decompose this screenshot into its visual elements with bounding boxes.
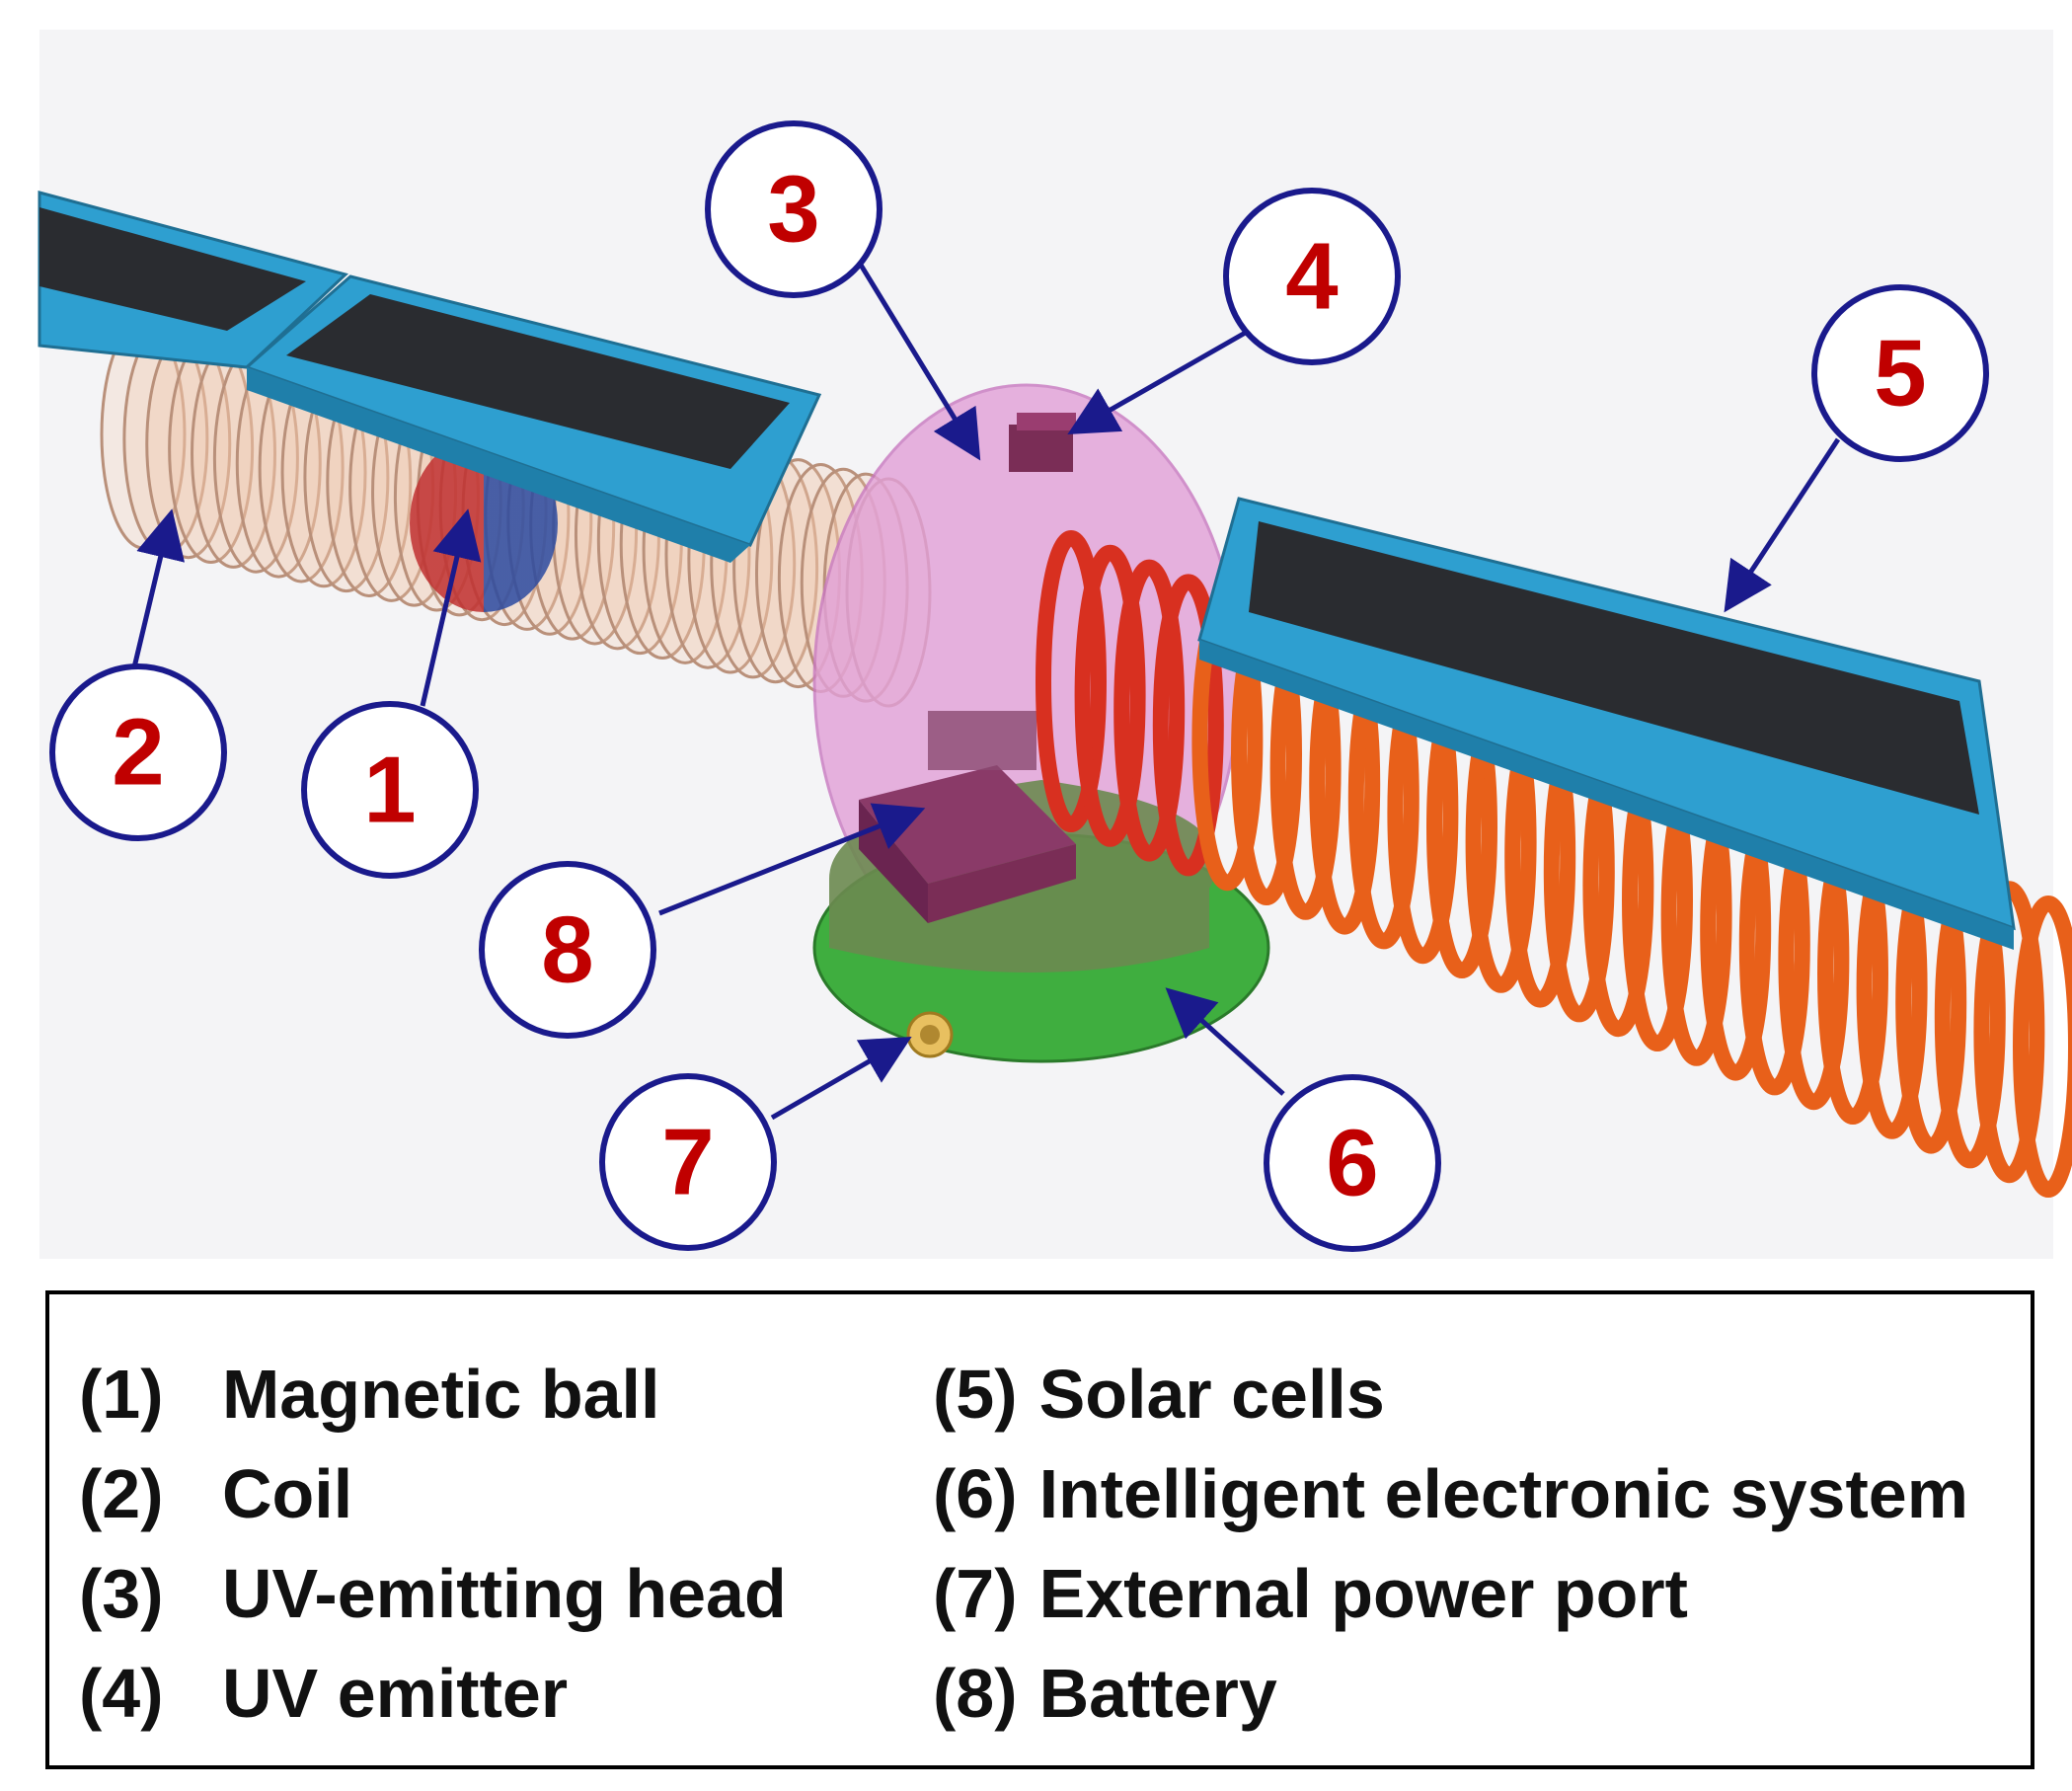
coil-ring	[1074, 544, 1146, 847]
legend-item-3: (3) UV-emitting head	[79, 1543, 787, 1643]
legend-number: (1)	[79, 1355, 164, 1433]
arrow-2	[131, 508, 186, 668]
svg-text:1: 1	[363, 738, 416, 843]
legend-label: External power port	[1038, 1554, 1688, 1632]
svg-text:5: 5	[1874, 321, 1926, 427]
callout-6: 6	[1264, 1074, 1441, 1252]
solar-panel-right	[1197, 497, 2016, 950]
legend-label: Coil	[222, 1454, 353, 1532]
callout-8: 8	[479, 861, 656, 1039]
legend-item-5: (5) Solar cells	[933, 1344, 1968, 1443]
svg-text:4: 4	[1285, 224, 1338, 330]
legend-number: (4)	[79, 1654, 164, 1732]
coil-ring	[1152, 574, 1224, 877]
callout-7: 7	[599, 1073, 777, 1251]
callout-5: 5	[1811, 284, 1989, 462]
arrow-7	[770, 1036, 912, 1121]
legend-item-7: (7) External power port	[933, 1543, 1968, 1643]
coil-ring	[2013, 896, 2072, 1198]
legend-number: (5)	[933, 1355, 1018, 1433]
arrow-8	[658, 803, 926, 916]
solar-panel-left-1	[38, 191, 348, 369]
legend-column-left: (1) Magnetic ball (2) Coil (3) UV-emitti…	[79, 1344, 787, 1743]
legend-item-8: (8) Battery	[933, 1643, 1968, 1743]
legend-label: UV emitter	[222, 1654, 569, 1732]
callout-2: 2	[49, 663, 227, 841]
svg-text:3: 3	[767, 157, 819, 263]
svg-text:6: 6	[1326, 1111, 1378, 1216]
svg-text:7: 7	[661, 1110, 714, 1215]
legend-number: (7)	[933, 1554, 1018, 1632]
svg-text:2: 2	[112, 700, 164, 806]
legend-number: (2)	[79, 1454, 164, 1532]
coil-ring	[1036, 530, 1107, 832]
callout-4: 4	[1223, 188, 1401, 365]
legend-number: (8)	[933, 1654, 1018, 1732]
legend-number: (3)	[79, 1554, 164, 1632]
legend-item-1: (1) Magnetic ball	[79, 1344, 787, 1443]
legend-item-6: (6) Intelligent electronic system	[933, 1443, 1968, 1543]
callout-3: 3	[705, 120, 883, 298]
legend-label: UV-emitting head	[222, 1554, 787, 1632]
arrow-1	[420, 508, 482, 707]
battery	[859, 711, 1076, 923]
legend-column-right: (5) Solar cells (6) Intelligent electron…	[933, 1344, 1968, 1743]
legend-label: Solar cells	[1038, 1355, 1385, 1433]
solar-panel-left-2	[244, 274, 822, 563]
svg-text:8: 8	[541, 897, 593, 1003]
legend-label: Magnetic ball	[222, 1355, 660, 1433]
coil-ring	[1113, 559, 1186, 862]
arrow-4	[1067, 328, 1251, 434]
uv-emitter	[1009, 413, 1076, 472]
legend-box: (1) Magnetic ball (2) Coil (3) UV-emitti…	[45, 1290, 2034, 1769]
legend-item-2: (2) Coil	[79, 1443, 787, 1543]
legend-number: (6)	[933, 1454, 1018, 1532]
arrow-3	[856, 260, 981, 461]
legend-item-4: (4) UV emitter	[79, 1643, 787, 1743]
legend-label: Intelligent electronic system	[1038, 1454, 1968, 1532]
callout-1: 1	[301, 701, 479, 879]
callouts: 1 2 3 4 5 6 7 8	[49, 120, 1989, 1252]
callout-arrows	[131, 260, 1841, 1121]
arrow-5	[1724, 437, 1841, 613]
arrow-6	[1165, 987, 1285, 1096]
legend-label: Battery	[1038, 1654, 1277, 1732]
external-power-port	[906, 1011, 954, 1058]
